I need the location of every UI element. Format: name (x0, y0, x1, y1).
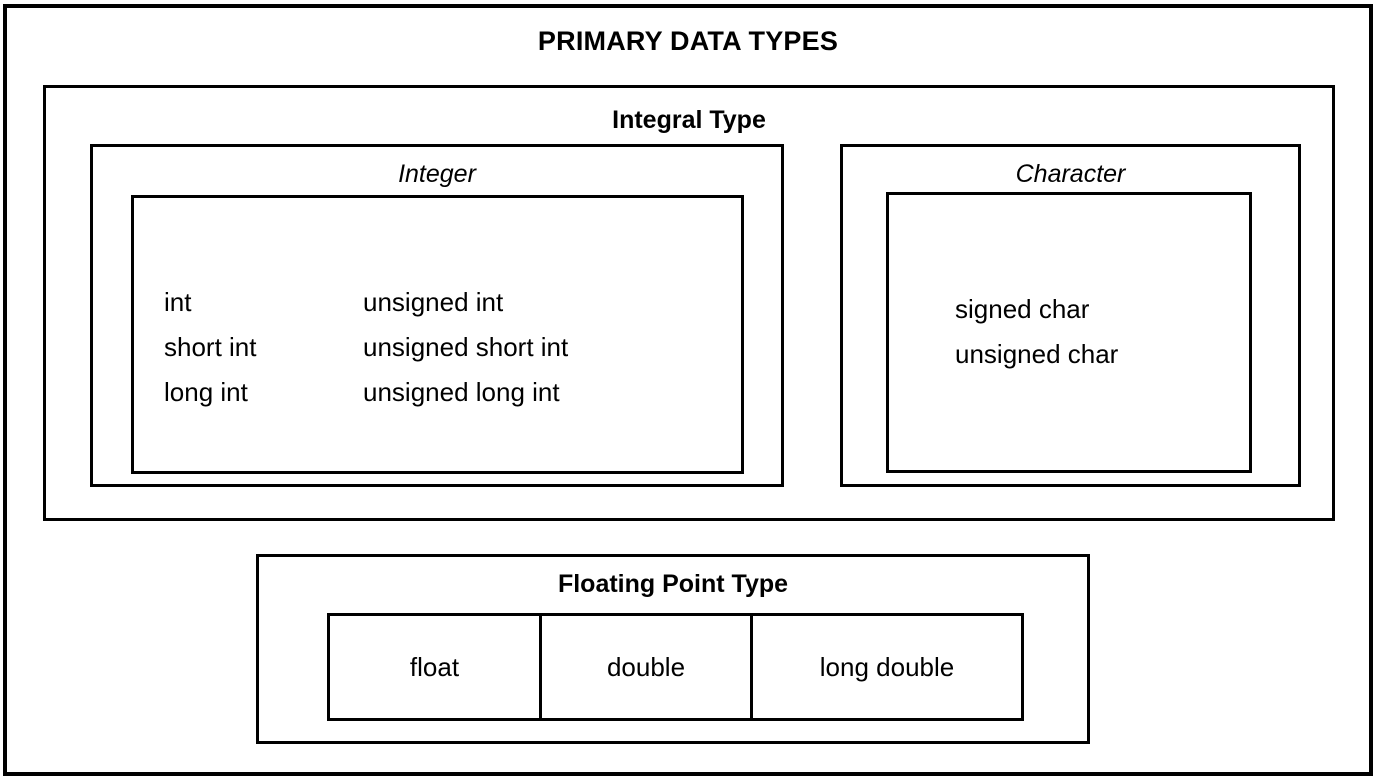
list-item: unsigned short int (363, 332, 569, 362)
list-item: int (164, 287, 192, 317)
list-item: unsigned long int (363, 377, 560, 407)
character-list-box (886, 192, 1252, 473)
character-type-list: signed char unsigned char (886, 287, 1252, 377)
integer-type-list: int short int long int unsigned int unsi… (131, 280, 744, 415)
page-title: PRIMARY DATA TYPES (537, 26, 839, 56)
floating-point-cells: float double long double (327, 613, 1024, 721)
list-item: unsigned int (363, 287, 504, 317)
list-item: long int (164, 377, 248, 407)
float-cell-long-double: long double (750, 616, 1021, 718)
character-title: Character (1015, 160, 1126, 188)
float-cell-double: double (539, 616, 750, 718)
floating-point-type-title: Floating Point Type (557, 570, 789, 598)
float-cell-float: float (409, 651, 460, 682)
integer-column-unsigned: unsigned int unsigned short int unsigned… (363, 280, 744, 415)
integer-title: Integer (398, 160, 476, 188)
integer-column-signed: int short int long int (131, 280, 363, 415)
integral-type-title: Integral Type (612, 106, 766, 134)
list-item: signed char (955, 294, 1090, 324)
list-item: short int (164, 332, 257, 362)
integer-list-box (131, 195, 744, 474)
list-item: unsigned char (955, 339, 1119, 369)
